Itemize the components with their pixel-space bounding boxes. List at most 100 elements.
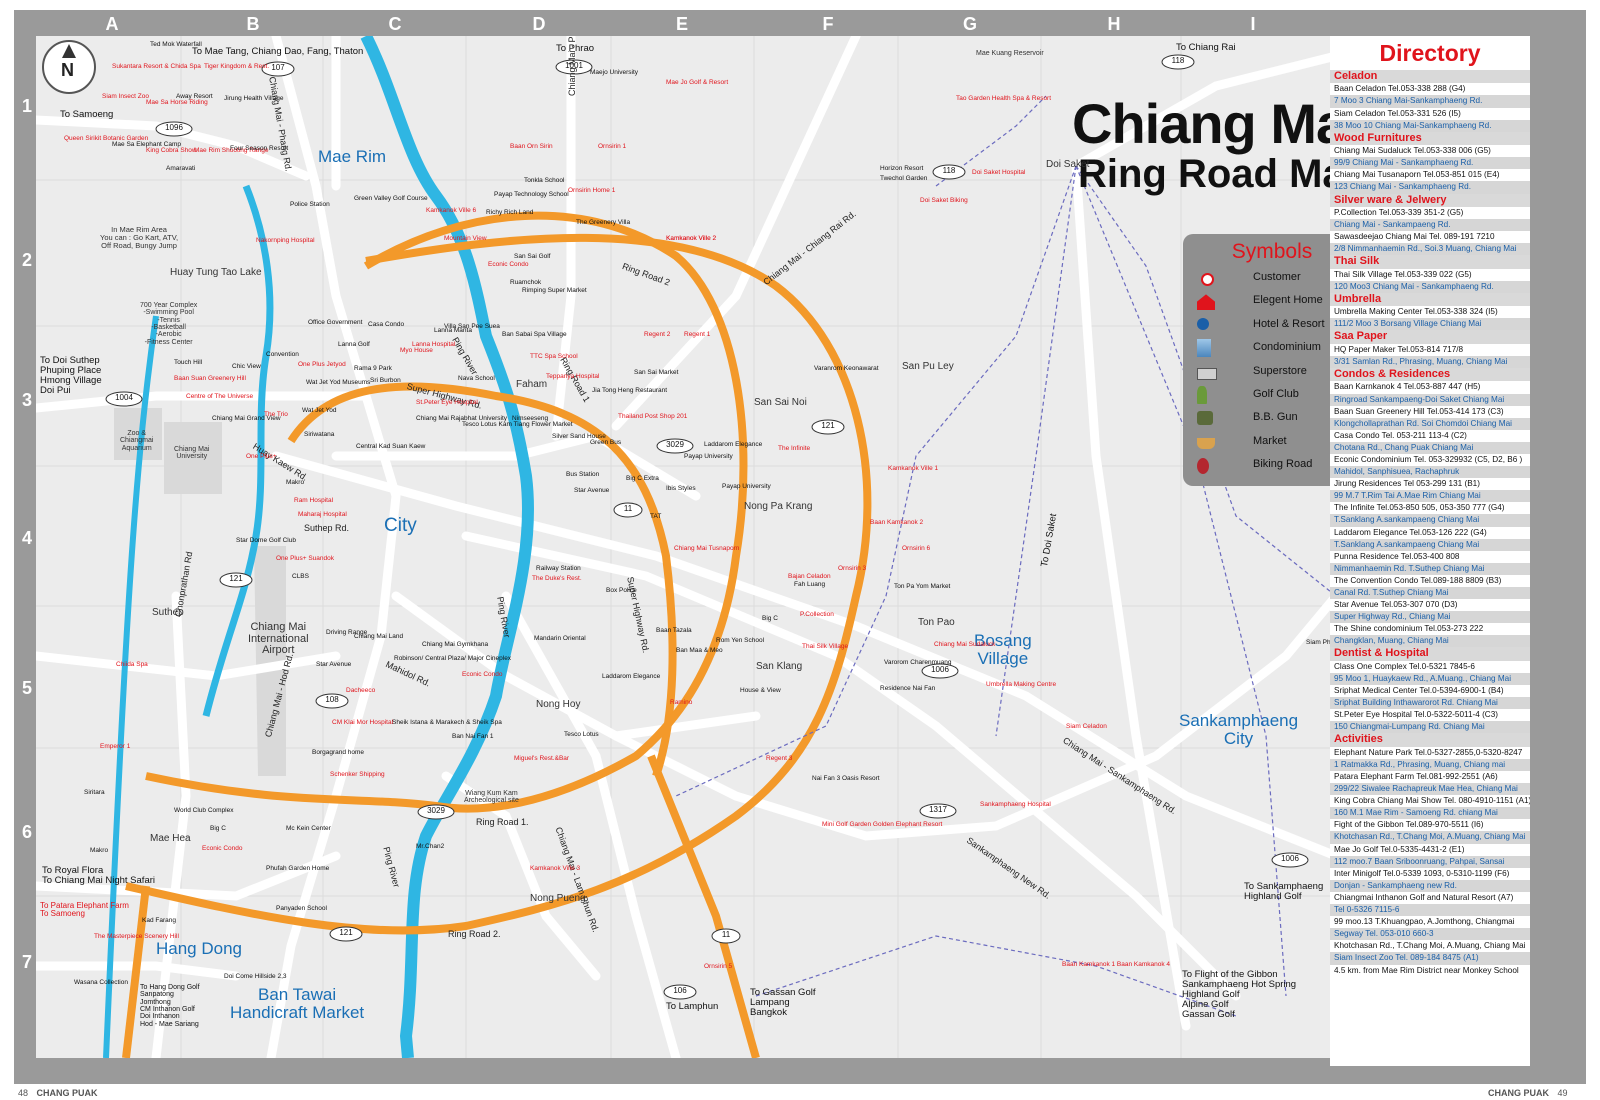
poi-label: Driving Range	[326, 629, 368, 636]
directory-entry: T.Sanklang A.sankampaeng Chiang Mai	[1330, 514, 1530, 527]
ring-road-2	[125, 233, 872, 935]
poi-label: Star Avenue	[574, 487, 610, 494]
airport-block	[254, 546, 286, 776]
poi-label: P.Collection	[800, 611, 834, 618]
poi-label: The Duke's Rest.	[532, 575, 582, 582]
poi-label: Payap University	[684, 453, 733, 460]
directory-entry: Changklan, Muang, Chiang Mai	[1330, 635, 1530, 648]
directory-entry: Umbrella Making Center Tel.053-338 324 (…	[1334, 307, 1498, 317]
column-letter-h: H	[1107, 14, 1121, 34]
poi-label: Siritara	[84, 789, 105, 796]
direction-label-to-lamphun: To Lamphun	[666, 1001, 719, 1012]
directory-entry: Segway Tel. 053-010 660-3	[1330, 928, 1530, 941]
poi-label: Doi Saket Biking	[920, 197, 968, 204]
publisher-right: CHANG PUAK	[1488, 1088, 1550, 1098]
area-label-chiang-mai-university: Chiang Mai University	[174, 446, 210, 461]
directory-entry: Sawasdeejao Chiang Mai Tel. 089-191 7210	[1334, 232, 1495, 242]
area-label-airport: Chiang Mai International Airport	[248, 621, 309, 657]
symbols-title: Symbols	[1231, 240, 1313, 263]
legend-row-6: B.B. Gun	[1183, 408, 1336, 431]
cyclist-icon	[1197, 458, 1209, 475]
row-number-5: 5	[22, 678, 33, 698]
poi-label: Borgagrand home	[312, 749, 365, 756]
poi-label: Office Government	[308, 319, 363, 326]
place-label-bosang: Bosang Village	[974, 631, 1032, 668]
legend-row-5: Golf Club	[1183, 385, 1336, 408]
poi-label: Queen Sirikit Botanic Garden	[64, 135, 149, 142]
poi-label: Chiida Spa	[116, 661, 148, 668]
footer-left: 48 CHANG PUAK	[18, 1088, 98, 1098]
area-label-mae-kuang: Mae Kuang Reservoir	[976, 50, 1044, 57]
poi-label: The Greenery Villa	[576, 219, 631, 226]
column-letter-d: D	[532, 14, 546, 34]
poi-label: Star Dome Golf Club	[236, 537, 296, 544]
directory-entry: Baan Celadon Tel.053-338 288 (G4)	[1334, 84, 1466, 94]
map-svg	[36, 36, 1336, 1058]
road-doi-saket	[1071, 161, 1191, 1031]
directory-entry: 3/31 Samlan Rd., Phrasing, Muang, Chiang…	[1330, 355, 1530, 369]
poi-label: Railway Station	[536, 565, 581, 572]
poi-label: Siam Insect Zoo	[102, 93, 149, 100]
poi-label: Villa San Pee Suea	[444, 323, 500, 330]
poi-label: Ramino	[670, 699, 693, 706]
poi-label: Ruamchok	[510, 279, 542, 286]
map-canvas[interactable]: N Chiang Mai Ring Road Map Symbols Custo…	[36, 36, 1336, 1058]
poi-label: The Infinite	[778, 445, 811, 452]
directory-entry: 299/22 Siwalee Rachapreuk Mae Hea, Chian…	[1330, 783, 1530, 796]
poi-label: Dacheeco	[346, 687, 376, 694]
poi-label: Ornsirin 3	[838, 565, 867, 572]
poi-label: Chiang Mai Rajabhat University	[416, 415, 508, 422]
poi-label: Nava School	[458, 375, 495, 382]
directory-entry: St.Peter Eye Hospital Tel.0-5322-5011-4 …	[1334, 710, 1498, 720]
poi-label: Kamkanok Ville 2	[666, 235, 717, 242]
road-doi-suthep	[36, 391, 371, 413]
direction-label-to-flight-gibbon: To Flight of the Gibbon Sankamphaeng Hot…	[1182, 969, 1297, 1020]
poi-label: Touch Hill	[174, 359, 203, 366]
area-label-san-klang: San Klang	[756, 661, 803, 672]
legend-row-8: Biking Road	[1183, 455, 1336, 478]
poi-label: Amaravati	[166, 165, 196, 172]
poi-label: Regent 2	[644, 331, 671, 338]
route-number-badge: 106	[673, 986, 687, 995]
poi-label: Miguel's Rest.&Bar	[514, 755, 570, 762]
area-label-nong-pueng: Nong Pueng	[530, 893, 586, 904]
poi-label: Mae Sa Elephant Camp	[112, 141, 182, 148]
poi-label: Regent 3	[766, 755, 793, 762]
poi-label: World Club Complex	[174, 807, 234, 814]
directory-entry: 7 Moo 3 Chiang Mai-Sankamphaeng Rd.	[1330, 95, 1530, 108]
poi-label: Jirung Health Village	[224, 95, 284, 102]
canal	[202, 184, 274, 717]
poi-label: Thai Silk Village	[802, 643, 849, 650]
column-letter-b: B	[246, 14, 260, 34]
poi-label: Maejo University	[590, 69, 639, 76]
highway-11	[647, 754, 760, 1058]
poi-label: Chiang Mai Gymkhana	[422, 641, 489, 648]
directory-entry: Chiangmai Inthanon Golf and Natural Reso…	[1334, 892, 1514, 902]
direction-label-to-samoeng-1: To Samoeng	[60, 109, 114, 120]
canal-west	[103, 315, 159, 1058]
directory-entry: Khotchasan Rd., T.Chang Moi, A.Muang, Ch…	[1330, 831, 1530, 844]
directory-section-heading: Umbrella	[1330, 292, 1530, 307]
directory-entry: 4.5 km. from Mae Rim District near Monke…	[1334, 965, 1519, 975]
poi-label: One Plus Jetyod	[298, 361, 346, 368]
legend-row-2: Hotel & Resort	[1183, 315, 1336, 338]
area-label-nong-hoy: Nong Hoy	[536, 699, 581, 710]
poi-label: Tonkla School	[524, 177, 565, 184]
directory-entry: 99 moo.13 T.Khuangpao, A.Jomthong, Chian…	[1334, 917, 1515, 927]
row-number-3: 3	[22, 390, 33, 410]
place-label-sankamphaeng: Sankamphaeng City	[1179, 711, 1299, 748]
area-label-huay-tung-tao: Huay Tung Tao Lake	[170, 267, 262, 278]
poi-label: Casa Condo	[368, 321, 405, 328]
directory-entry: Star Avenue Tel.053-307 070 (D3)	[1334, 600, 1458, 610]
poi-label: Wat Jet Yod Museums	[306, 379, 371, 386]
direction-label-to-chiang-rai: To Chiang Rai	[1176, 42, 1236, 53]
route-number-badge: 11	[623, 504, 633, 513]
column-letter-a: A	[105, 14, 119, 34]
poi-label: Green Bus	[590, 439, 622, 446]
route-number-badge: 11	[721, 930, 731, 939]
poi-label: Payap Technology School	[494, 191, 569, 198]
direction-label-to-doi-suthep: To Doi Suthep Phuping Place Hmong Villag…	[40, 355, 102, 396]
poi-label: One Plus+ Suandok	[276, 555, 334, 562]
direction-label-to-royal-flora: To Royal Flora To Chiang Mai Night Safar…	[42, 865, 155, 886]
poi-label: Doi Saket Hospital	[972, 169, 1026, 176]
